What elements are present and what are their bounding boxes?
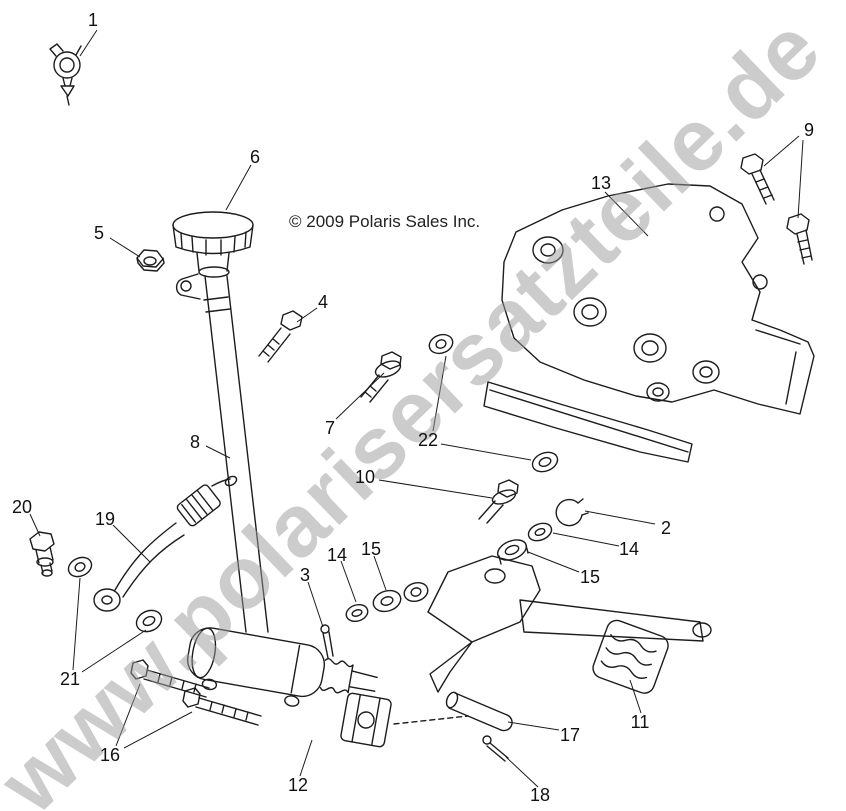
part-master-cylinder: [186, 627, 378, 707]
callout-19: 19: [94, 509, 116, 529]
part-bolt-4: [258, 310, 303, 363]
part-cotter-pin-18: [482, 735, 509, 762]
part-clevis-pin: [445, 691, 513, 732]
callout-6: 6: [249, 147, 261, 167]
part-bolt-16b: [182, 687, 262, 726]
callout-4: 4: [317, 292, 329, 312]
callout-14: 14: [326, 545, 348, 565]
callout-2: 2: [660, 518, 672, 538]
part-mounting-bracket: [483, 183, 815, 463]
part-banjo-bolt: [29, 531, 55, 577]
part-nut: [136, 249, 165, 272]
callout-16: 16: [99, 745, 121, 765]
callout-5: 5: [93, 223, 105, 243]
part-washer-14r: [527, 522, 553, 542]
part-snap-ring: [555, 498, 589, 527]
callout-1: 1: [87, 10, 99, 30]
assembly-axis-dashed-line: [393, 715, 469, 725]
part-reservoir-tube: [175, 273, 269, 633]
part-cotter-pin-3: [320, 624, 334, 659]
callout-15: 15: [579, 567, 601, 587]
part-washer-15l: [372, 589, 402, 613]
callout-21: 21: [59, 669, 81, 689]
part-bolt-9b: [786, 213, 813, 265]
part-washer-14l: [345, 603, 369, 623]
callout-15: 15: [360, 539, 382, 559]
part-washer-22a: [428, 333, 454, 355]
part-washer-extra: [403, 581, 429, 603]
part-reservoir-cap: [172, 211, 254, 278]
part-washer-21b: [135, 609, 163, 633]
callout-20: 20: [11, 497, 33, 517]
callout-11: 11: [630, 712, 650, 732]
part-bushing-15r: [496, 539, 529, 565]
callout-9: 9: [803, 120, 815, 140]
callout-10: 10: [354, 467, 376, 487]
part-brake-pedal: [427, 555, 712, 694]
callout-18: 18: [529, 785, 551, 805]
callout-17: 17: [559, 725, 581, 745]
callout-14: 14: [618, 539, 640, 559]
part-bolt-9a: [740, 153, 775, 205]
callout-7: 7: [324, 418, 336, 438]
part-washer-22b: [531, 451, 559, 473]
part-bolt-16a: [130, 659, 210, 698]
callout-8: 8: [189, 432, 201, 452]
part-washer-21a: [67, 556, 93, 578]
part-brake-hose: [93, 475, 238, 612]
callout-13: 13: [590, 173, 612, 193]
callout-3: 3: [299, 565, 311, 585]
copyright-text: © 2009 Polaris Sales Inc.: [289, 212, 481, 231]
part-clevis: [340, 692, 392, 748]
callout-12: 12: [287, 775, 309, 795]
callout-22: 22: [417, 430, 439, 450]
leader-lines: [29, 29, 804, 788]
part-flange-bolt-10: [478, 479, 519, 524]
part-clamp: [49, 43, 82, 106]
